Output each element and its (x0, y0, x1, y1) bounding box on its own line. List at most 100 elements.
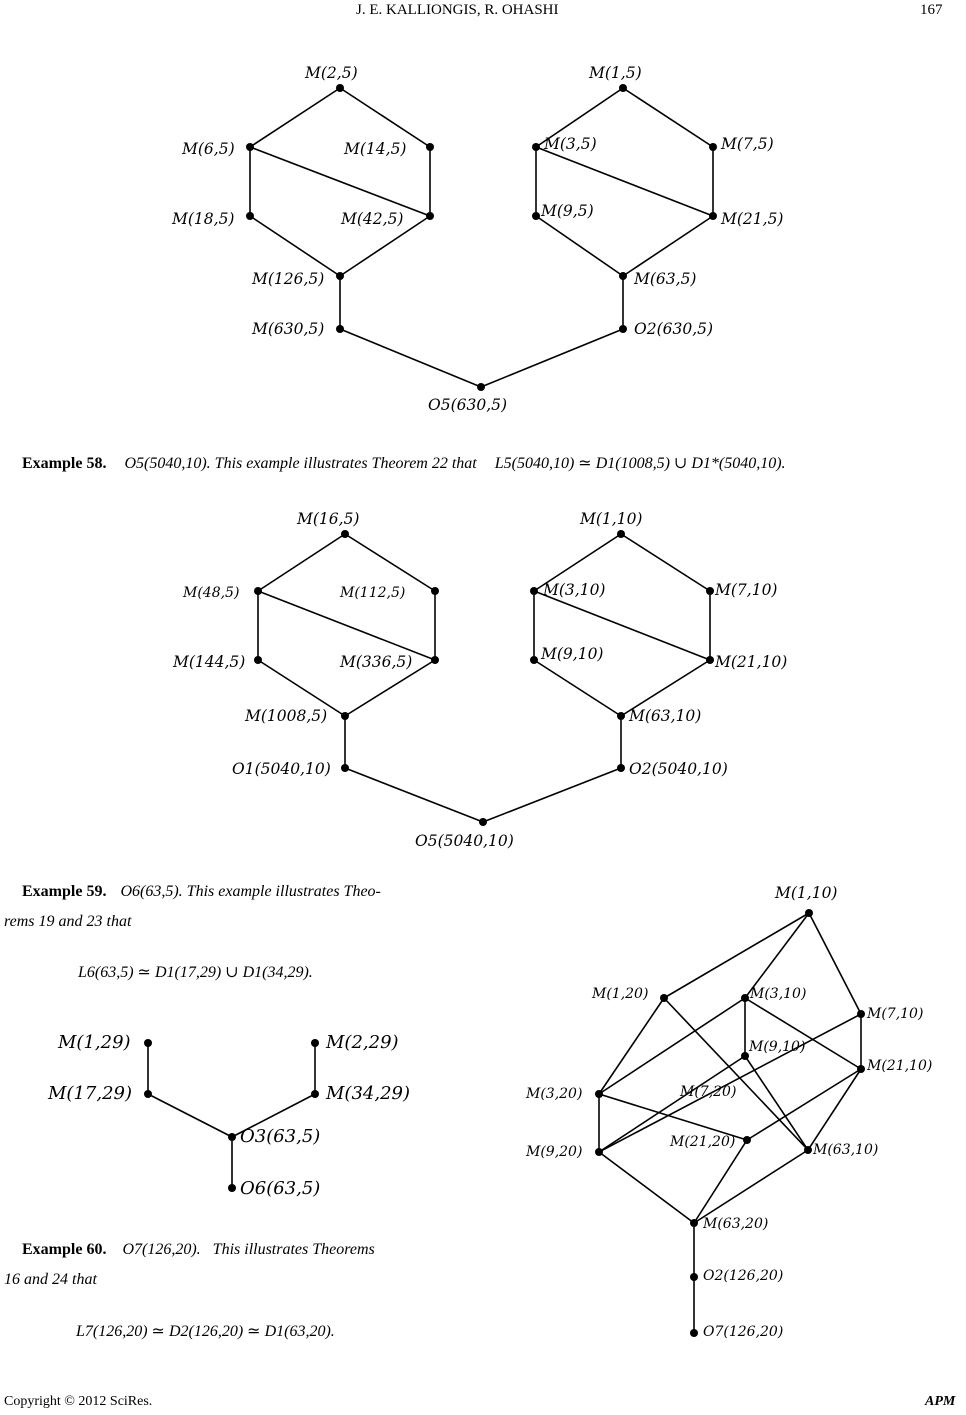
example60-heading: Example 60. (22, 1241, 107, 1258)
label-M(18,5): M(18,5) (172, 210, 235, 228)
example59-object: O6(63,5). (120, 883, 183, 900)
node-M(42,5) (426, 212, 434, 220)
node-M(1,10) (805, 909, 813, 917)
page-number: 167 (920, 2, 943, 18)
label-d4-M(3,10): M(3,10) (750, 986, 807, 1002)
running-title: J. E. KALLIONGIS, R. OHASHI (356, 2, 559, 18)
node-M(112,5) (431, 587, 439, 595)
footer-journal: APM (925, 1394, 956, 1409)
label-M(9,20): M(9,20) (526, 1144, 583, 1160)
label-O2(126,20): O2(126,20) (703, 1268, 784, 1284)
node-M(9,20) (595, 1148, 603, 1156)
node-M(3,10) (530, 587, 538, 595)
label-M(9,5): M(9,5) (541, 202, 594, 220)
node-M(630,5) (336, 325, 344, 333)
label-M(112,5): M(112,5) (340, 585, 406, 601)
node-M(63,10) (617, 712, 625, 720)
label-d4-M(9,10): M(9,10) (749, 1039, 806, 1055)
node-M(21,20) (743, 1136, 751, 1144)
label-M(3,10): M(3,10) (543, 581, 606, 599)
label-M(1,10): M(1,10) (580, 510, 643, 528)
node-M(34,29) (311, 1090, 319, 1098)
node-M(63,5) (619, 272, 627, 280)
diagram2-edges (257, 533, 711, 823)
label-M(3,5): M(3,5) (544, 135, 597, 153)
node-O6(63,5) (228, 1184, 236, 1192)
example58-heading: Example 58. (22, 455, 107, 472)
node-M(9,10) (530, 656, 538, 664)
label-M(1008,5): M(1008,5) (245, 707, 328, 725)
label-O1(5040,10): O1(5040,10) (232, 760, 331, 778)
node-M(16,5) (341, 530, 349, 538)
node-O1(5040,10) (341, 764, 349, 772)
diagram1-nodes (246, 84, 717, 391)
label-M(21,10): M(21,10) (715, 653, 788, 671)
label-M(14,5): M(14,5) (344, 140, 407, 158)
label-M(63,20): M(63,20) (703, 1216, 769, 1232)
label-M(34,29): M(34,29) (326, 1083, 411, 1104)
label-M(144,5): M(144,5) (173, 653, 246, 671)
node-O7(126,20) (690, 1329, 698, 1337)
node-M(18,5) (246, 212, 254, 220)
label-O2(5040,10): O2(5040,10) (629, 760, 728, 778)
label-M(63,5): M(63,5) (634, 270, 697, 288)
node-M(3,20) (595, 1090, 603, 1098)
label-M(21,5): M(21,5) (721, 210, 784, 228)
example59-text-line1: This example illustrates Theo- (186, 883, 381, 900)
label-O5(5040,10): O5(5040,10) (415, 832, 514, 850)
diagram2-nodes (254, 530, 714, 826)
label-M(7,20): M(7,20) (680, 1084, 737, 1100)
node-M(48,5) (254, 587, 262, 595)
node-M(1,5) (619, 84, 627, 92)
example59-line1: Example 59. O6(63,5). This example illus… (22, 883, 381, 901)
node-M(21,10) (857, 1065, 865, 1073)
label-M(336,5): M(336,5) (340, 653, 413, 671)
diagram1-edges (249, 87, 714, 388)
label-O2(630,5): O2(630,5) (634, 320, 714, 338)
node-O5(5040,10) (479, 818, 487, 826)
node-M(63,20) (690, 1219, 698, 1227)
node-M(14,5) (426, 143, 434, 151)
label-M(42,5): M(42,5) (341, 210, 404, 228)
node-O2(630,5) (619, 325, 627, 333)
label-d4-M(21,10): M(21,10) (867, 1058, 933, 1074)
diagram3-edges (147, 1043, 316, 1188)
example60-line1: Example 60. O7(126,20). This illustrates… (22, 1241, 375, 1259)
example59-text-line2: rems 19 and 23 that (4, 913, 132, 930)
label-M(3,20): M(3,20) (526, 1086, 583, 1102)
node-M(336,5) (431, 656, 439, 664)
example60-formula: L7(126,20) ≃ D2(126,20) ≃ D1(63,20). (76, 1323, 335, 1340)
label-M(2,29): M(2,29) (326, 1032, 399, 1053)
label-M(7,5): M(7,5) (721, 135, 774, 153)
node-M(3,5) (532, 143, 540, 151)
node-M(7,10) (857, 1010, 865, 1018)
label-M(1,20): M(1,20) (592, 986, 649, 1002)
node-M(144,5) (254, 656, 262, 664)
example58-object: O5(5040,10). (124, 455, 211, 472)
label-M(2,5): M(2,5) (305, 64, 358, 82)
label-M(630,5): M(630,5) (252, 320, 325, 338)
node-M(17,29) (144, 1090, 152, 1098)
node-M(7,10) (706, 587, 714, 595)
label-d4-M(63,10): M(63,10) (813, 1142, 879, 1158)
node-M(3,10) (741, 994, 749, 1002)
example60-text-line2: 16 and 24 that (4, 1271, 97, 1288)
label-d4-M(7,10): M(7,10) (867, 1006, 924, 1022)
diagram3-nodes (144, 1039, 319, 1192)
label-O7(126,20): O7(126,20) (703, 1324, 784, 1340)
node-O2(126,20) (690, 1273, 698, 1281)
node-M(1,20) (660, 994, 668, 1002)
label-M(63,10): M(63,10) (629, 707, 702, 725)
example59-heading: Example 59. (22, 883, 107, 900)
node-M(126,5) (336, 272, 344, 280)
node-M(1008,5) (341, 712, 349, 720)
label-M(9,10): M(9,10) (541, 645, 604, 663)
label-M(21,20): M(21,20) (670, 1134, 736, 1150)
node-M(21,10) (706, 656, 714, 664)
node-M(2,29) (311, 1039, 319, 1047)
label-M(126,5): M(126,5) (252, 270, 325, 288)
label-O3(63,5): O3(63,5) (240, 1126, 321, 1147)
footer-copyright: Copyright © 2012 SciRes. (4, 1394, 153, 1409)
node-M(1,29) (144, 1039, 152, 1047)
